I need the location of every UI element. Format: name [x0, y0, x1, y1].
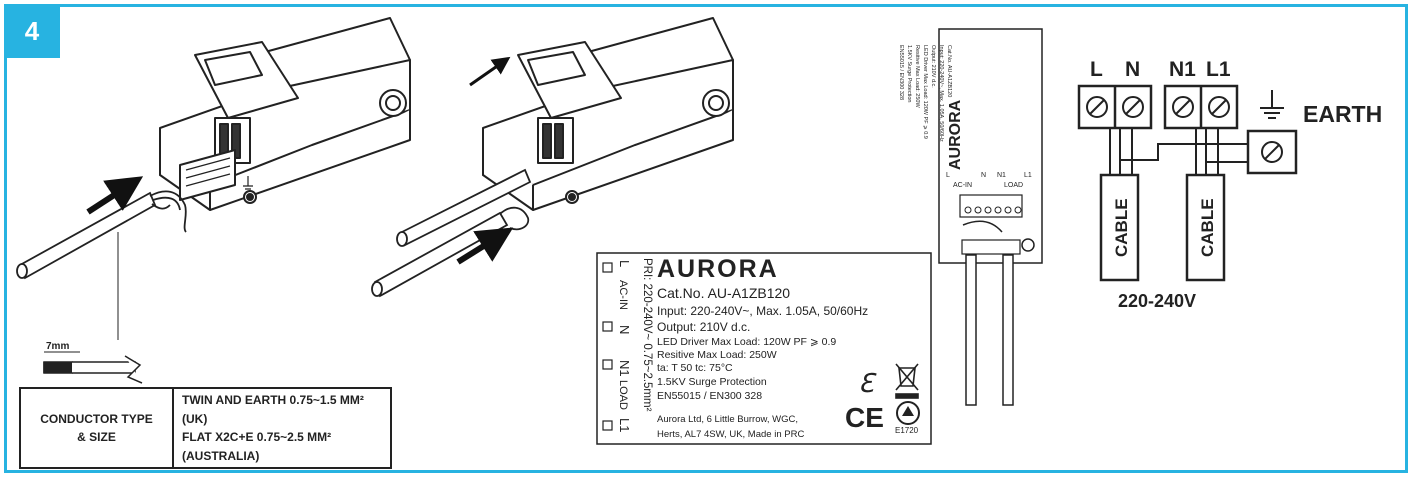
label-ta-tc: ta: T 50 tc: 75°C — [657, 362, 733, 374]
svg-text:Input: 220-240V~, Max. 1.05A,: Input: 220-240V~, Max. 1.05A, 50/60Hz — [938, 45, 944, 142]
supply-voltage: 220-240V — [1118, 291, 1196, 311]
svg-text:L1: L1 — [1024, 172, 1032, 179]
svg-text:Resitive Max Load: 250W: Resitive Max Load: 250W — [914, 45, 920, 108]
conductor-header-line2: & SIZE — [77, 430, 116, 445]
label-ac-in: AC-IN — [617, 280, 629, 310]
cable-label-left: CABLE — [1112, 198, 1131, 257]
conductor-type-values: TWIN AND EARTH 0.75~1.5 MM² (UK) FLAT X2… — [172, 386, 392, 470]
label-led-max: LED Driver Max Load: 120W PF ⩾ 0.9 — [657, 336, 836, 348]
label-standards: EN55015 / EN300 328 — [657, 390, 762, 402]
driver-illustration-1 — [159, 17, 411, 211]
wiring-label-N1: N1 — [1169, 58, 1196, 81]
rcm-code: E1720 — [895, 426, 919, 435]
conductor-header-line1: CONDUCTOR TYPE — [40, 411, 153, 426]
product-label-panel: L AC-IN N N1 LOAD L1 PRI: 220-240V~ 0.75… — [596, 252, 932, 445]
cable-box-left — [1099, 173, 1140, 282]
label-brand-logo: AURORA — [657, 255, 779, 283]
conductor-uk: TWIN AND EARTH 0.75~1.5 MM² (UK) — [182, 393, 364, 426]
label-load: LOAD — [617, 380, 629, 410]
svg-text:Cat.No. AU-A1ZB120: Cat.No. AU-A1ZB120 — [946, 45, 952, 97]
cable-2a — [396, 168, 532, 247]
terminal-screw-icons — [1086, 96, 1283, 163]
svg-text:LOAD: LOAD — [1004, 182, 1023, 189]
label-checkboxes — [602, 262, 613, 431]
earth-symbol-icon — [1260, 90, 1284, 119]
insert-arrow-2 — [456, 227, 514, 265]
label-surge: 1.5KV Surge Protection — [657, 376, 767, 388]
label-terminal-L: L — [617, 260, 632, 267]
strip-length-label: 7mm — [46, 341, 70, 352]
label-terminal-N: N — [617, 325, 632, 334]
label-resistive-max: Resitive Max Load: 250W — [657, 349, 777, 361]
conductor-spec-table: CONDUCTOR TYPE & SIZE TWIN AND EARTH 0.7… — [19, 386, 392, 470]
cable-label-right: CABLE — [1198, 198, 1217, 257]
wiring-label-L1: L1 — [1206, 58, 1231, 81]
cable-1 — [16, 190, 187, 280]
step-number-badge: 4 — [4, 4, 60, 58]
label-terminal-N1: N1 — [617, 360, 632, 377]
svg-text:L: L — [946, 172, 950, 179]
svg-text:AURORA: AURORA — [947, 99, 964, 170]
wiring-label-L: L — [1090, 58, 1103, 81]
wiring-label-N: N — [1125, 58, 1140, 81]
svg-text:N: N — [981, 172, 986, 179]
svg-text:1.5KV Surge Protection: 1.5KV Surge Protection — [906, 45, 912, 102]
svg-text:Output: 210V d.c.: Output: 210V d.c. — [930, 45, 936, 88]
conductor-australia: FLAT X2C+E 0.75~2.5 MM² (AUSTRALIA) — [182, 430, 332, 463]
svg-text:N1: N1 — [997, 172, 1006, 179]
wire-lines — [1109, 128, 1248, 175]
label-cat-no: Cat.No. AU-A1ZB120 — [657, 285, 790, 301]
weee-bin-icon — [895, 363, 919, 399]
svg-text:LED Driver Max Load: 120W PF ⩾: LED Driver Max Load: 120W PF ⩾ 0.9 — [922, 45, 928, 139]
wiring-diagram: L N N1 L1 EARTH — [1077, 58, 1382, 311]
label-pri-rating: PRI: 220-240V~ 0.75~2.5mm² — [641, 258, 653, 412]
svg-text:EN55015 / EN300 328: EN55015 / EN300 328 — [898, 45, 904, 100]
label-input: Input: 220-240V~, Max. 1.05A, 50/60Hz — [657, 304, 868, 318]
driver-illustration-2 — [482, 17, 734, 211]
label-terminal-L1: L1 — [617, 418, 632, 432]
close-arrow-2 — [469, 56, 511, 87]
svg-text:AC-IN: AC-IN — [953, 182, 972, 189]
wiring-label-earth: EARTH — [1303, 101, 1382, 127]
ce-mark-icon: CE — [845, 402, 884, 433]
driver-top-view: Cat.No. AU-A1ZB120 Input: 220-240V~, Max… — [898, 28, 1043, 406]
cable-box-right — [1185, 173, 1226, 282]
rcm-mark-icon — [896, 401, 920, 425]
strip-length-detail — [43, 351, 143, 384]
label-output: Output: 210V d.c. — [657, 320, 750, 334]
insert-arrow-1 — [86, 176, 144, 215]
compliance-mark-icon: ℇ — [858, 368, 877, 398]
conductor-type-header: CONDUCTOR TYPE & SIZE — [19, 386, 174, 470]
label-address-1: Aurora Ltd, 6 Little Burrow, WGC, — [657, 414, 798, 425]
label-address-2: Herts, AL7 4SW, UK, Made in PRC — [657, 429, 804, 440]
